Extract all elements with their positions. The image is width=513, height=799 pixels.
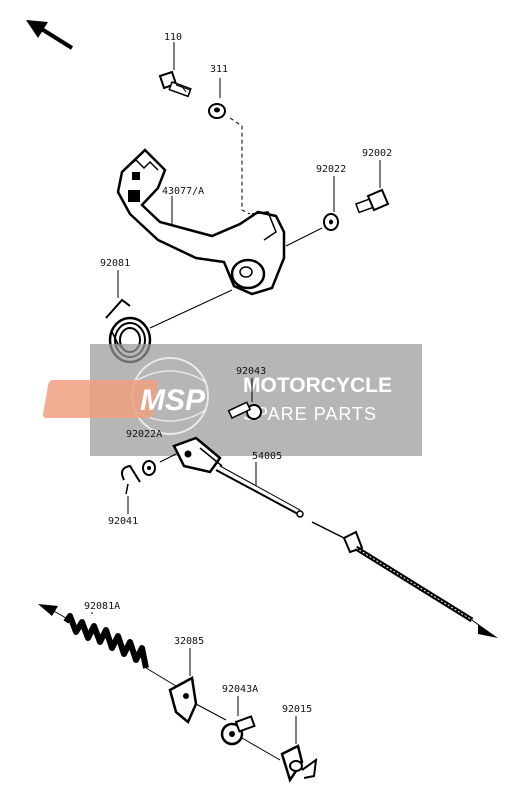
watermark-logo-text: MSP [140,384,206,417]
label-32085: 32085 [174,636,204,647]
label-54005: 54005 [252,451,282,462]
nut-311 [208,78,251,215]
watermark: MSP MOTORCYCLE SPARE PARTS [42,344,422,456]
watermark-sub: SPARE PARTS [243,404,377,424]
watermark-brand: MOTORCYCLE [243,374,392,397]
label-92081: 92081 [100,258,130,269]
label-43077A: 43077/A [162,186,204,197]
label-92022: 92022 [316,164,346,175]
label-92043A: 92043A [222,684,258,695]
direction-arrow-icon [26,20,74,50]
label-92043: 92043 [236,366,266,377]
washer-92022A [142,453,177,476]
cotter-pin-92041 [121,464,141,514]
msp-logo-icon: MSP [42,357,209,435]
pin-92043A [220,696,281,761]
label-92041: 92041 [108,516,138,527]
bracket-32085 [168,648,227,725]
clevis-joint [172,436,304,518]
pin-92043 [227,378,262,420]
label-92015: 92015 [282,704,312,715]
label-110: 110 [164,32,182,43]
adjuster-rod [311,521,498,638]
bolt-92002 [285,160,390,247]
bolt-110 [158,42,192,98]
label-92081A: 92081A [84,601,120,612]
spring-92081A [38,604,177,687]
label-92002: 92002 [362,148,392,159]
label-92022A: 92022A [126,429,162,440]
label-311: 311 [210,64,228,75]
wing-nut-92015 [280,716,318,783]
brake-pedal [116,148,286,296]
washer-92022 [323,176,339,231]
